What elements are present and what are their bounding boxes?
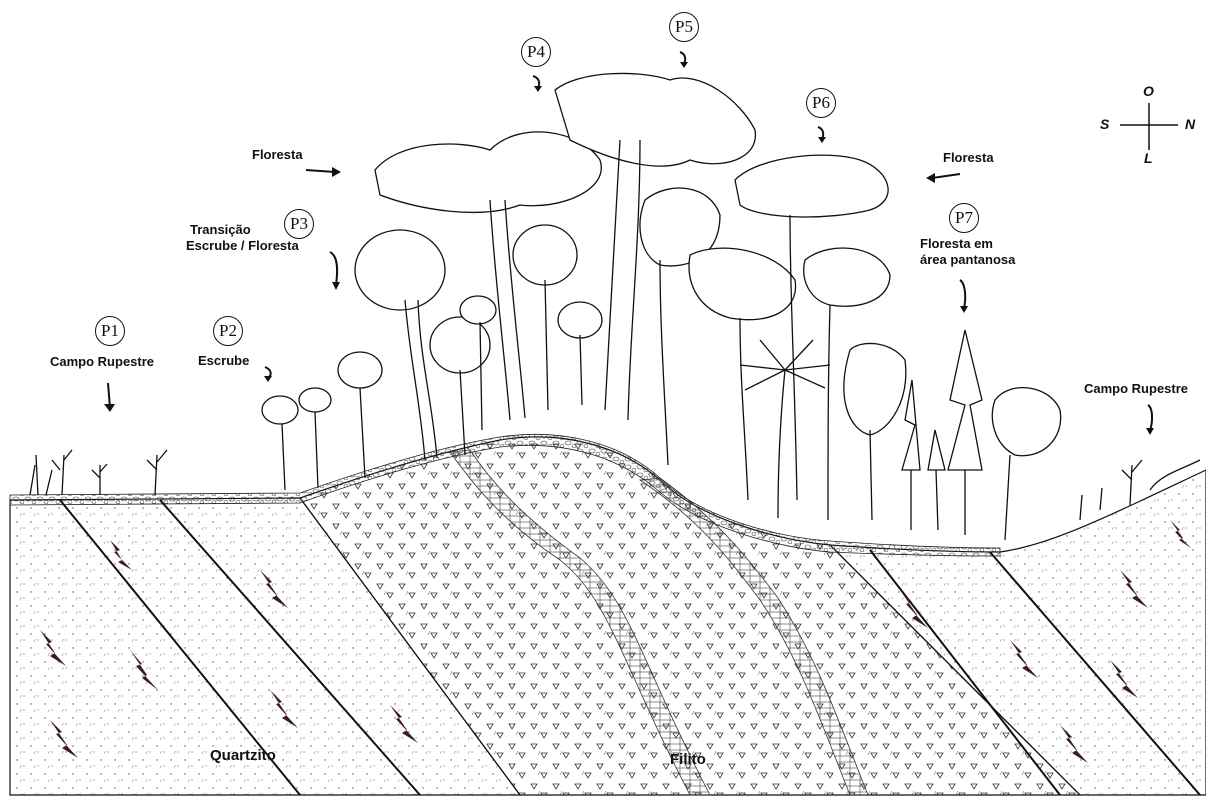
- label-transicao-line2: Escrube / Floresta: [186, 238, 299, 254]
- compass-west-label: O: [1143, 83, 1154, 99]
- marker-p3: P3: [284, 209, 314, 239]
- marker-p4: P4: [521, 37, 551, 67]
- marker-p1: P1: [95, 316, 125, 346]
- label-floresta-left: Floresta: [252, 147, 303, 163]
- label-campo-rupestre-right: Campo Rupestre: [1084, 381, 1188, 397]
- transition-trees: [355, 230, 496, 460]
- compass-east-label: L: [1144, 150, 1153, 166]
- marker-p6: P6: [806, 88, 836, 118]
- arrow-p3-icon: [330, 252, 337, 285]
- campo-rupestre-shrubs-left: [30, 450, 167, 495]
- swamp-forest-trees: [902, 330, 1061, 540]
- arrow-campo-right-icon: [1148, 405, 1152, 430]
- label-transicao-line1: Transição: [190, 222, 251, 238]
- marker-p5: P5: [669, 12, 699, 42]
- label-floresta-right: Floresta: [943, 150, 994, 166]
- compass-south-label: S: [1100, 116, 1109, 132]
- label-campo-rupestre-left: Campo Rupestre: [50, 354, 154, 370]
- compass-rose: [1120, 103, 1178, 150]
- marker-p2: P2: [213, 316, 243, 346]
- label-quartzito: Quartzito: [210, 748, 276, 764]
- marker-p7: P7: [949, 203, 979, 233]
- ground-section: [10, 434, 1206, 795]
- arrow-floresta-left-icon: [306, 170, 335, 172]
- palm-tree: [740, 340, 830, 518]
- compass-north-label: N: [1185, 116, 1195, 132]
- label-floresta-pantanosa-line1: Floresta em: [920, 236, 993, 252]
- label-escrube: Escrube: [198, 353, 249, 369]
- escrube-trees: [262, 352, 382, 490]
- label-filito: Filito: [670, 752, 706, 768]
- label-floresta-pantanosa-line2: área pantanosa: [920, 252, 1015, 268]
- arrow-p7-icon: [960, 280, 965, 308]
- arrow-floresta-right-icon: [932, 174, 960, 178]
